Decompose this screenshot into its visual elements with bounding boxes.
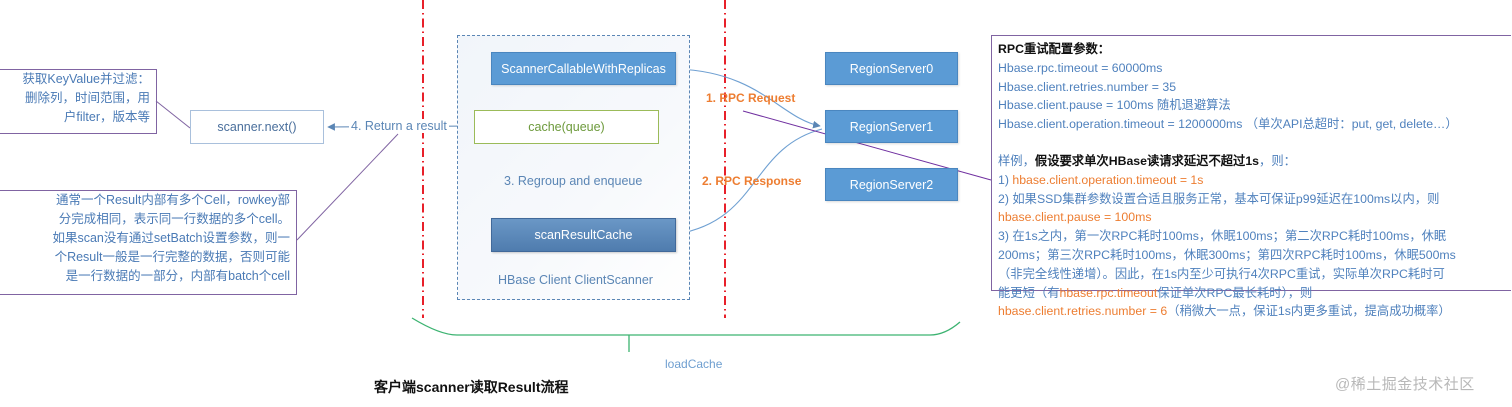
step-return-result-label: 4. Return a result <box>349 119 449 133</box>
text: （稍微大一点，保证1s内更多重试，提高成功概率） <box>1167 304 1451 319</box>
filter-note-connector <box>155 100 191 129</box>
scanner-callable-box[interactable]: ScannerCallableWithReplicas <box>491 52 676 85</box>
result-note-line: 个Result一般是一行完整的数据，否则可能 <box>54 250 290 264</box>
config-value: hbase.client.retries.number = 6 <box>998 304 1168 319</box>
filter-note-line: 户filter，版本等 <box>63 110 150 124</box>
diagram-caption: 客户端scanner读取Result流程 <box>374 379 569 395</box>
rpc-retry-panel: RPC重试配置参数： Hbase.rpc.timeout = 60000ms H… <box>991 35 1511 318</box>
load-cache-brace <box>411 317 961 336</box>
config-value: hbase.client.operation.timeout = 1s <box>1012 172 1204 187</box>
result-note-connector <box>296 133 399 241</box>
region-server-0[interactable]: RegionServer0 <box>825 52 958 85</box>
rpc-example-heading: 样例，假设要求单次HBase读请求延迟不超过1s，则： <box>998 152 1511 171</box>
filter-note-line: 获取KeyValue并过滤： <box>22 72 150 86</box>
filter-note: 获取KeyValue并过滤： 删除列，时间范围，用 户filter，版本等 <box>0 69 157 134</box>
result-note-line: 如果scan没有通过setBatch设置参数，则一 <box>52 231 290 245</box>
load-cache-label: loadCache <box>665 357 723 371</box>
region-server-1[interactable]: RegionServer1 <box>825 110 958 143</box>
rpc-example-item-3-cont: 200ms；第三次RPC耗时100ms，休眠300ms；第四次RPC耗时100m… <box>998 247 1456 262</box>
rpc-param: Hbase.client.retries.number = 35 <box>998 79 1177 94</box>
text: 保证单次RPC最长耗时），则 <box>1157 285 1313 300</box>
rpc-request-arrow <box>676 68 821 129</box>
rpc-example-item-3-cont: hbase.client.retries.number = 6（稍微大一点，保证… <box>998 302 1511 321</box>
step-rpc-response-label: 2. RPC Response <box>702 174 802 188</box>
rpc-example-item-2: 2) 如果SSD集群参数设置合适且服务正常，基本可保证p99延迟在100ms以内… <box>998 191 1440 206</box>
example-prefix: 样例， <box>998 153 1035 168</box>
step-regroup-label: 3. Regroup and enqueue <box>504 174 643 188</box>
text: 能更短（有 <box>998 285 1060 300</box>
result-note-line: 是一行数据的一部分，内部有batch个cell <box>65 269 290 283</box>
config-value: hbase.client.pause = 100ms <box>998 210 1152 225</box>
item-number: 1) <box>998 172 1013 187</box>
cache-queue-box[interactable]: cache(queue) <box>474 110 659 144</box>
result-note: 通常一个Result内部有多个Cell，rowkey部 分完成相同，表示同一行数… <box>0 190 297 295</box>
example-suffix: ，则： <box>1259 153 1296 168</box>
result-note-line: 通常一个Result内部有多个Cell，rowkey部 <box>55 193 290 207</box>
rpc-param: Hbase.client.operation.timeout = 1200000… <box>998 117 1458 132</box>
rpc-param: Hbase.rpc.timeout = 60000ms <box>998 60 1163 75</box>
region-server-2[interactable]: RegionServer2 <box>825 168 958 201</box>
rpc-example-item-3-cont: （非完全线性递增）。因此，在1s内至少可执行4次RPC重试，实际单次RPC耗时可 <box>998 266 1445 281</box>
rpc-example-item-3: 3) 在1s之内，第一次RPC耗时100ms，休眠100ms；第二次RPC耗时1… <box>998 229 1447 244</box>
step-rpc-request-label: 1. RPC Request <box>706 91 796 105</box>
client-scanner-frame-label: HBase Client ClientScanner <box>498 273 653 287</box>
example-requirement: 假设要求单次HBase读请求延迟不超过1s <box>1034 153 1260 168</box>
rpc-param: Hbase.client.pause = 100ms 随机退避算法 <box>998 98 1231 113</box>
scanner-next-box[interactable]: scanner.next() <box>190 110 324 144</box>
rpc-panel-title: RPC重试配置参数： <box>998 42 1111 56</box>
rpc-response-arrow <box>676 128 823 237</box>
watermark: @稀土掘金技术社区 <box>1335 376 1475 393</box>
rpc-example-item-1: 1) hbase.client.operation.timeout = 1s <box>998 171 1511 190</box>
scan-result-cache-box[interactable]: scanResultCache <box>491 218 676 252</box>
filter-note-line: 删除列，时间范围，用 <box>24 91 150 105</box>
result-note-line: 分完成相同，表示同一行数据的多个cell。 <box>58 212 290 226</box>
rpc-example-item-3-cont: 能更短（有hbase.rpc.timeout保证单次RPC最长耗时），则 <box>998 284 1511 303</box>
config-value: hbase.rpc.timeout <box>1059 285 1158 300</box>
